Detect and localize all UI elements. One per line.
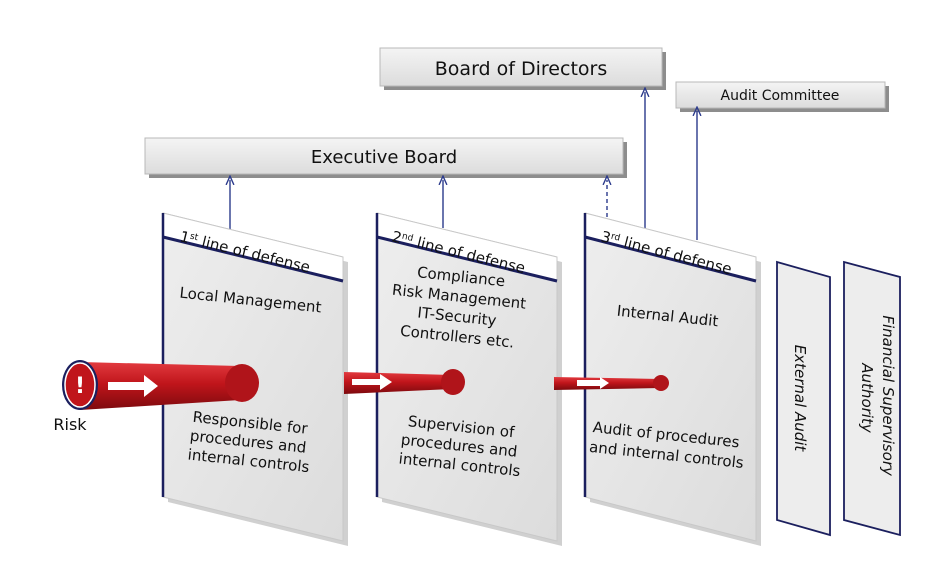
- financial-supervisory-authority-label: Financial Supervisory Authority: [858, 315, 897, 480]
- risk-arrow-end-1: [225, 364, 259, 402]
- risk-arrow-segment-1: [80, 362, 240, 410]
- risk-label: Risk: [53, 415, 87, 434]
- arrow-right-icon: [577, 377, 609, 389]
- executive-board-box: Executive Board: [144, 137, 627, 178]
- second-line-panel: 2nd line of defense Compliance Risk Mana…: [375, 212, 562, 546]
- risk-arrow-segment-2: [344, 372, 452, 394]
- external-audit-panel: External Audit: [776, 260, 831, 537]
- financial-supervisory-authority-panel: Financial Supervisory Authority: [843, 260, 901, 537]
- board-of-directors-label: Board of Directors: [435, 58, 607, 80]
- risk-icon-glyph: !: [75, 374, 85, 399]
- audit-committee-label: Audit Committee: [721, 88, 840, 104]
- board-of-directors-box: Board of Directors: [379, 47, 666, 90]
- arrow-right-icon: [352, 374, 392, 390]
- risk-arrow: [80, 362, 669, 410]
- third-line-panel: 3rd line of defense Internal Audit Audit…: [583, 212, 761, 546]
- external-audit-label: External Audit: [791, 345, 809, 453]
- risk-arrow-end-2: [441, 369, 465, 395]
- reporting-connectors: [230, 92, 697, 240]
- audit-committee-box: Audit Committee: [675, 81, 889, 112]
- executive-board-label: Executive Board: [311, 147, 457, 168]
- arrow-right-icon: [108, 375, 158, 397]
- risk-warning-icon: !: [62, 360, 98, 410]
- risk-arrow-end-3: [653, 375, 669, 391]
